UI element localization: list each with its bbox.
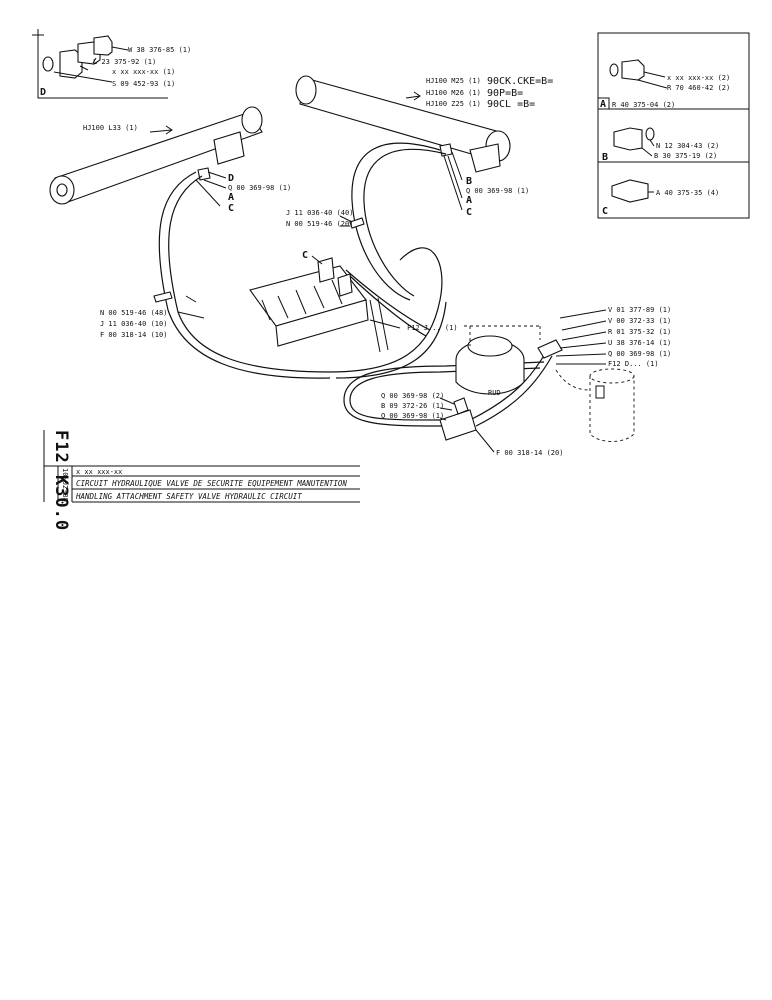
valve-f12j-label: F12 J... (1) — [407, 324, 458, 332]
mid-clips: J 11 036-40 (40) N 00 519-46 (20) N 00 5… — [100, 209, 365, 339]
left-n-label: N 00 519-46 (48) — [100, 309, 167, 317]
q6-label: Q 00 369-98 (1) — [381, 412, 444, 420]
right-q-label: Q 00 369-98 (1) — [466, 187, 529, 195]
inset-panel: x xx xxx-xx (2) R 70 460-42 (2) A R 40 3… — [597, 32, 750, 219]
right-cyl-label-3: HJ100 Z25 (1) — [426, 100, 481, 108]
inset-b-label-1: N 12 304-43 (2) — [656, 142, 719, 150]
right-cyl-code-2: 90P=B= — [487, 88, 523, 99]
inset-b-label-2: B 30 375-19 (2) — [654, 152, 717, 160]
q4-label: Q 00 369-98 (1) — [608, 350, 671, 358]
rud-label: RUD — [488, 389, 501, 397]
left-j-label: J 11 036-40 (10) — [100, 320, 167, 328]
right-cyl-label-2: HJ100 M26 (1) — [426, 89, 481, 97]
left-cylinder: HJ100 L33 (1) D Q 00 369-98 (1) A C — [49, 106, 291, 214]
inset-a-letter: A — [600, 99, 606, 110]
inset-a-label-1: x xx xxx-xx (2) — [667, 74, 730, 82]
valve-letter-c: C — [302, 250, 308, 261]
rotator-assembly: RUD V 01 377-89 (1) V 00 372-33 (1) R 01… — [455, 306, 671, 442]
drawing-date: 10-02-88 — [61, 468, 69, 502]
inset-b-letter: B — [602, 152, 608, 163]
title-english: HANDLING ATTACHMENT SAFETY VALVE HYDRAUL… — [75, 492, 302, 501]
fitting-a-part — [621, 59, 645, 81]
right-cyl-code-3: 90CL =B= — [487, 99, 535, 110]
f12d-label: F12 D... (1) — [608, 360, 659, 368]
inset-d-label-2: L 23 375-92 (1) — [93, 58, 156, 66]
fitting-part — [59, 49, 83, 79]
v1-label: V 01 377-89 (1) — [608, 306, 671, 314]
left-letter-a: A — [228, 192, 234, 203]
left-f-label: F 00 318-14 (10) — [100, 331, 167, 339]
inset-d-label-1: W 38 376-85 (1) — [128, 46, 191, 54]
control-valve-bank: C F12 J... (1) — [249, 250, 458, 353]
fitting-c-part — [611, 179, 649, 203]
left-letter-d: D — [228, 173, 234, 184]
r1-label: R 01 375-32 (1) — [608, 328, 671, 336]
right-letter-c: C — [466, 207, 472, 218]
v2-label: V 00 372-33 (1) — [608, 317, 671, 325]
inset-c-label-1: A 40 375-35 (4) — [656, 189, 719, 197]
fitting-b-part — [613, 127, 643, 151]
title-block: F12 K30.0 10-02-88 x xx xxx-xx CIRCUIT H… — [43, 430, 360, 531]
left-valve-block — [213, 131, 245, 165]
right-cyl-label-1: HJ100 M25 (1) — [426, 77, 481, 85]
title-french: CIRCUIT HYDRAULIQUE VALVE DE SECURITE EQ… — [76, 479, 347, 488]
inset-d: W 38 376-85 (1) L 23 375-92 (1) x xx xxx… — [32, 29, 191, 99]
right-letter-b: B — [466, 176, 472, 187]
mid-n-label: N 00 519-46 (20) — [286, 220, 353, 228]
bottom-valve: Q 00 369-98 (2) B 09 372-26 (1) Q 00 369… — [381, 392, 563, 457]
inset-d-label-4: S 09 452-93 (1) — [112, 80, 175, 88]
q5-label: Q 00 369-98 (2) — [381, 392, 444, 400]
mid-j-label: J 11 036-40 (40) — [286, 209, 353, 217]
u1-label: U 38 376-14 (1) — [608, 339, 671, 347]
left-letter-c: C — [228, 203, 234, 214]
o-ring-part — [42, 56, 54, 72]
drawing-code: F12 K30.0 — [51, 430, 71, 531]
inset-a-label-3: R 40 375-04 (2) — [612, 101, 675, 109]
adapter-part — [93, 35, 113, 56]
inset-c-letter: C — [602, 206, 608, 217]
b5-label: B 09 372-26 (1) — [381, 402, 444, 410]
left-q-label: Q 00 369-98 (1) — [228, 184, 291, 192]
inset-d-label-3: x xx xxx-xx (1) — [112, 68, 175, 76]
inset-a-label-2: R 70 460-42 (2) — [667, 84, 730, 92]
left-cylinder-label: HJ100 L33 (1) — [83, 124, 138, 132]
bottom-f-label: F 00 318-14 (20) — [496, 449, 563, 457]
right-letter-a: A — [466, 195, 472, 206]
inset-d-letter: D — [40, 87, 46, 98]
right-cyl-code-1: 90CK.CKE=B= — [487, 76, 553, 87]
right-cylinder: HJ100 M25 (1) 90CK.CKE=B= HJ100 M26 (1) … — [295, 75, 553, 218]
drawing-ref: x xx xxx-xx — [76, 468, 122, 476]
